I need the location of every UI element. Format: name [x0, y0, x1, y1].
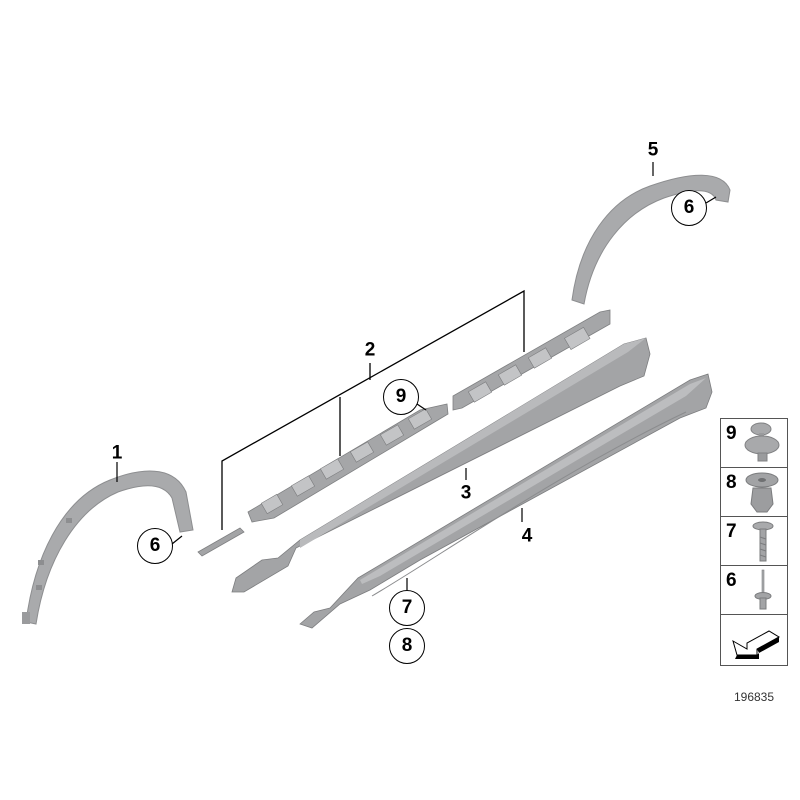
- callout-7: 7: [389, 590, 425, 626]
- legend-label: 6: [726, 570, 737, 591]
- callout-3: 3: [460, 482, 472, 504]
- callout-2: 2: [364, 339, 376, 361]
- legend-label: 8: [726, 472, 737, 493]
- diagram-number: 196835: [733, 690, 775, 704]
- push-clip-icon: [744, 422, 780, 462]
- callout-6-front: 6: [137, 528, 173, 564]
- blind-rivet-icon: [754, 569, 772, 610]
- callout-6-rear: 6: [671, 190, 707, 226]
- front-wheel-arch-trim[interactable]: [22, 470, 194, 625]
- expanding-rivet-icon: [745, 472, 779, 513]
- screw-icon: [752, 521, 774, 562]
- rear-wheel-arch-trim[interactable]: [571, 174, 731, 305]
- fastener-legend: 9 8 7 6: [720, 418, 788, 666]
- callout-bracket-2: [221, 289, 525, 530]
- side-sill-cover[interactable]: [231, 337, 651, 593]
- callout-8: 8: [389, 628, 425, 664]
- callout-9: 9: [383, 379, 419, 415]
- legend-label: 9: [726, 423, 737, 444]
- legend-item-8[interactable]: 8: [721, 468, 787, 517]
- legend-label: 7: [726, 521, 737, 542]
- callout-5: 5: [647, 139, 659, 161]
- sill-mounting-strip-rear[interactable]: [452, 309, 611, 411]
- legend-item-6[interactable]: 6: [721, 566, 787, 615]
- legend-item-9[interactable]: 9: [721, 419, 787, 468]
- small-mounting-strip[interactable]: [197, 527, 245, 557]
- vehicle-direction-arrow-icon: [732, 630, 781, 659]
- sill-mounting-strip-front[interactable]: [247, 403, 449, 523]
- callout-1: 1: [111, 442, 123, 464]
- lower-side-sill-trim[interactable]: [299, 373, 713, 629]
- legend-item-7[interactable]: 7: [721, 517, 787, 566]
- legend-item-direction[interactable]: [721, 615, 787, 665]
- callout-4: 4: [521, 525, 533, 547]
